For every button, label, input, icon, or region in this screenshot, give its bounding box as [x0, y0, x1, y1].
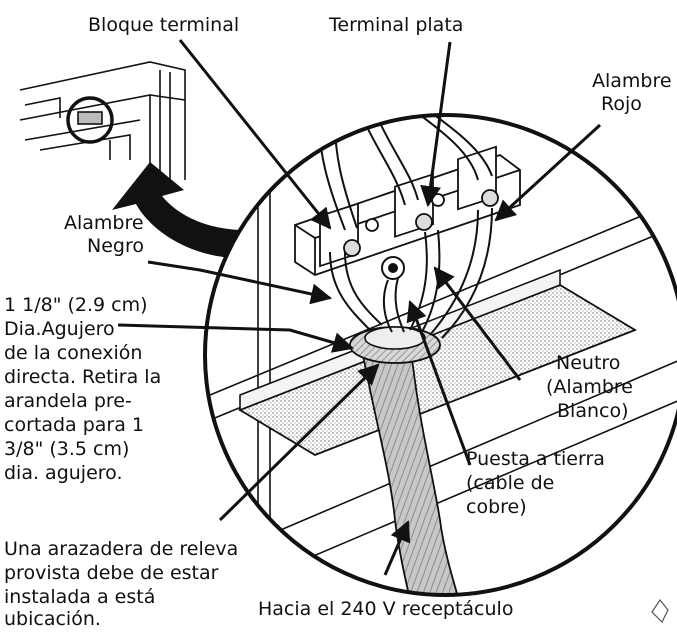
label-strain-line1: Una arazadera de releva — [4, 538, 239, 560]
magnified-view — [205, 115, 677, 595]
label-neutral-line1: Neutro — [556, 352, 621, 374]
label-black-wire-line1: Alambre — [64, 212, 144, 234]
leader-red-wire — [494, 123, 602, 222]
label-strain-line3: instalada a está — [4, 586, 156, 608]
label-red-wire-line2: Rojo — [601, 93, 642, 115]
leader-strain-relief — [218, 363, 380, 522]
label-strain-line2: provista debe de estar — [4, 562, 219, 584]
label-hole-line8: dia. agujero. — [4, 462, 123, 484]
leader-hole — [117, 323, 355, 353]
label-ground-line2: (cable de — [466, 472, 555, 494]
zoom-arrow — [112, 162, 240, 258]
label-hole-line5: arandela pre- — [4, 390, 132, 412]
label-strain-line4: ubicación. — [4, 608, 101, 630]
range-inset — [19, 61, 186, 190]
label-neutral-line2: (Alambre — [546, 376, 633, 398]
label-neutral-line3: Blanco) — [557, 400, 629, 422]
label-hole-line6: cortada para 1 — [4, 414, 145, 436]
callout-lines — [117, 39, 602, 576]
label-hole-line4: directa. Retira la — [4, 366, 162, 388]
magnifier-circle — [203, 113, 677, 597]
label-hole-line3: de la conexión — [4, 342, 143, 364]
label-terminal-block: Bloque terminal — [88, 14, 240, 36]
leader-black-wire — [147, 260, 333, 305]
label-hole-line7: 3/8" (3.5 cm) — [4, 438, 130, 460]
corner-mark-icon — [651, 598, 669, 624]
label-silver-terminal: Terminal plata — [329, 14, 464, 36]
leader-terminal-block — [178, 39, 332, 230]
leader-neutral — [433, 266, 522, 381]
label-hole-line1: 1 1/8" (2.9 cm) — [4, 294, 148, 316]
leader-ground — [406, 300, 472, 466]
label-receptacle: Hacia el 240 V receptáculo — [258, 598, 514, 620]
label-ground-line3: cobre) — [466, 496, 527, 518]
label-red-wire-line1: Alambre — [592, 70, 672, 92]
label-hole-line2: Dia.Agujero — [4, 318, 115, 340]
label-black-wire-line2: Negro — [87, 235, 144, 257]
leader-silver-terminal — [420, 41, 452, 208]
label-ground-line1: Puesta a tierra — [466, 448, 605, 470]
leader-receptacle — [383, 520, 411, 576]
